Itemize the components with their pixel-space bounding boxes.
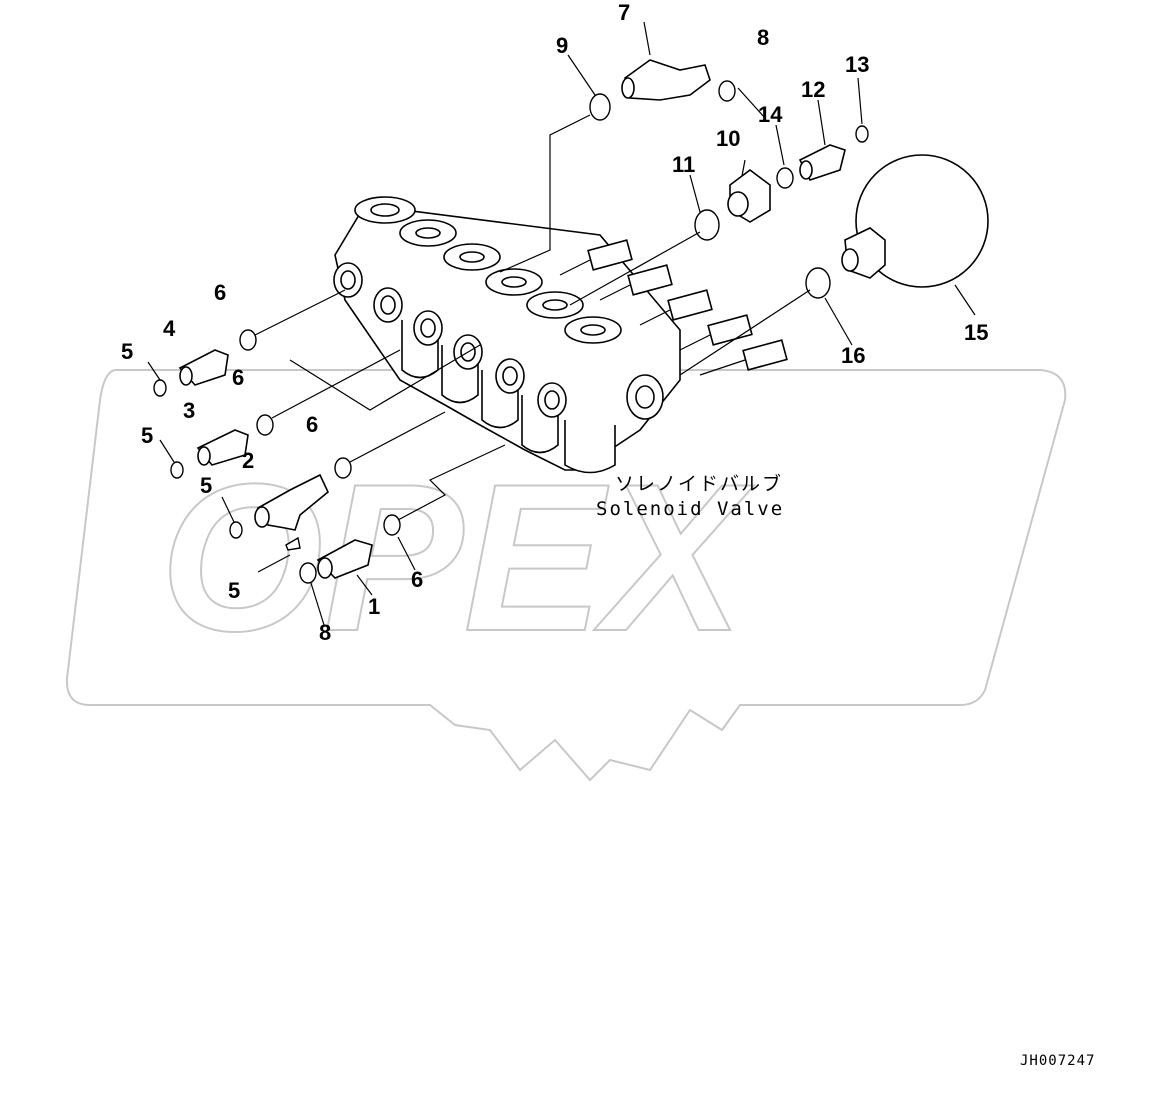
part-3-connector — [196, 429, 249, 466]
part-1-connector — [316, 539, 373, 579]
callout-5b: 5 — [141, 423, 153, 448]
part-10-plug — [727, 169, 771, 223]
callout-2: 2 — [242, 448, 254, 473]
part-12-connector — [798, 144, 846, 181]
callout-5c: 5 — [200, 473, 212, 498]
solenoid-valve-body — [333, 196, 788, 474]
part-2-elbow — [254, 473, 329, 531]
caption-english: Solenoid Valve — [596, 498, 784, 520]
callout-8a: 8 — [757, 25, 769, 50]
callout-9: 9 — [556, 33, 568, 58]
callout-6b: 6 — [232, 365, 244, 390]
o-rings — [153, 80, 869, 584]
watermark-text: OPEX — [160, 440, 754, 675]
callout-15: 15 — [964, 320, 988, 345]
part-7-elbow — [621, 59, 711, 101]
callout-6c: 6 — [306, 412, 318, 437]
callout-5a: 5 — [121, 339, 133, 364]
callout-3: 3 — [183, 398, 195, 423]
callout-8b: 8 — [319, 620, 331, 645]
callout-4: 4 — [163, 316, 176, 341]
part-4-connector — [178, 349, 229, 386]
caption-japanese: ソレノイドバルブ — [615, 472, 783, 495]
callout-numbers: 1 2 3 4 5 5 5 5 6 6 6 6 7 8 8 9 10 11 12… — [121, 0, 988, 645]
callout-10: 10 — [716, 126, 740, 151]
callout-12: 12 — [801, 77, 825, 102]
part-15-accumulator — [841, 154, 989, 288]
callout-5d: 5 — [228, 578, 240, 603]
callout-14: 14 — [758, 102, 783, 127]
callout-6a: 6 — [214, 280, 226, 305]
callout-11: 11 — [672, 152, 695, 177]
callout-13: 13 — [845, 52, 869, 77]
document-id: JH007247 — [1020, 1053, 1095, 1069]
callout-1: 1 — [368, 594, 380, 619]
callout-6d: 6 — [411, 567, 423, 592]
leader-lines — [147, 21, 976, 626]
callout-16: 16 — [841, 343, 865, 368]
opex-watermark: OPEX — [66, 369, 1067, 782]
callout-7: 7 — [618, 0, 630, 25]
